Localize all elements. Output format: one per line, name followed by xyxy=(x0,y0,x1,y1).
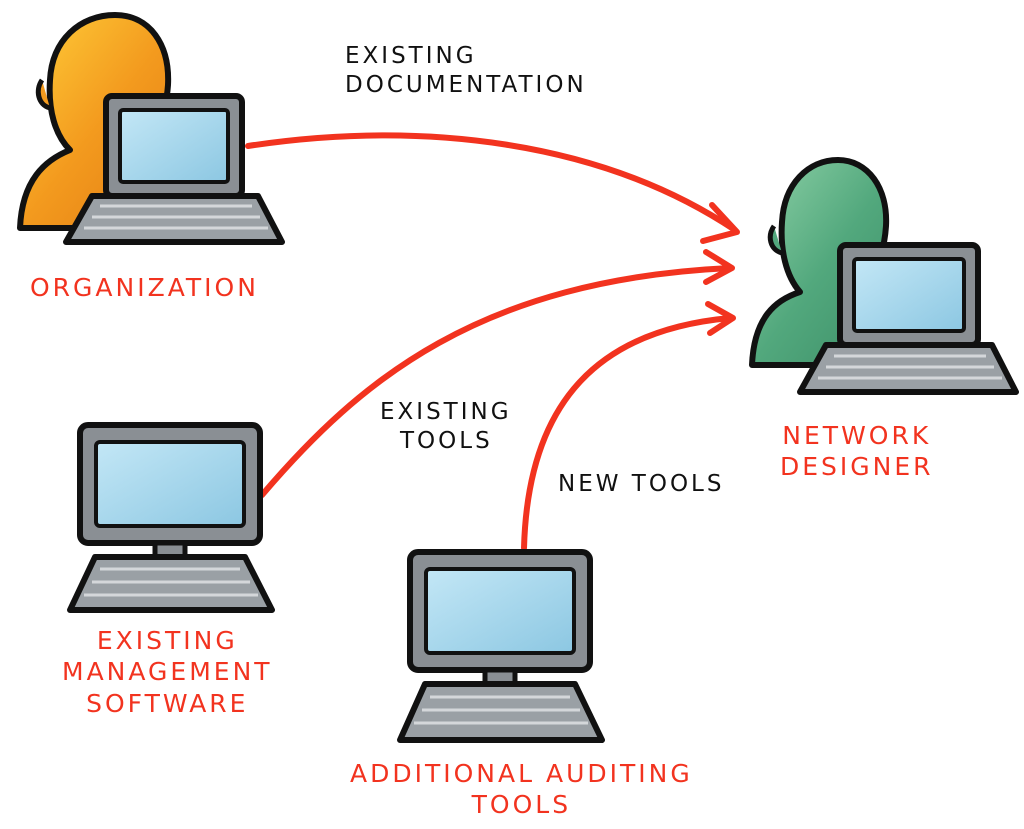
node-label-line: DESIGNER xyxy=(780,452,934,482)
arrow-new-tools xyxy=(521,301,736,551)
existing-software-computer-icon xyxy=(67,422,275,613)
edge-label-existing-tools: EXISTING TOOLS xyxy=(380,398,512,456)
node-label-line: SOFTWARE xyxy=(86,688,249,718)
edge-label-line: DOCUMENTATION xyxy=(345,71,587,98)
edge-label-line: EXISTING xyxy=(345,43,477,69)
auditing-tools-computer-icon xyxy=(397,549,605,743)
edge-label-existing-documentation: EXISTING DOCUMENTATION xyxy=(345,42,587,100)
arrow-existing-tools xyxy=(259,249,735,498)
node-label-line: MANAGEMENT xyxy=(62,657,273,687)
node-label-line: ADDITIONAL AUDITING xyxy=(350,759,693,788)
node-label-network-designer: NETWORK DESIGNER xyxy=(780,420,934,483)
edge-label-line: EXISTING xyxy=(380,399,512,425)
node-label-auditing-tools: ADDITIONAL AUDITING TOOLS xyxy=(350,758,693,821)
node-label-organization: ORGANIZATION xyxy=(30,273,259,302)
organization-laptop-icon xyxy=(63,93,285,245)
node-label-existing-software: EXISTING MANAGEMENT SOFTWARE xyxy=(62,625,273,719)
edge-label-line: TOOLS xyxy=(400,427,493,454)
node-label-line: NETWORK xyxy=(782,421,932,450)
arrow-existing-documentation xyxy=(245,132,740,244)
node-label-line: EXISTING xyxy=(96,626,238,655)
node-label-line: TOOLS xyxy=(471,790,572,820)
edge-label-new-tools: NEW TOOLS xyxy=(558,471,725,497)
network-designer-laptop-icon xyxy=(797,242,1019,395)
